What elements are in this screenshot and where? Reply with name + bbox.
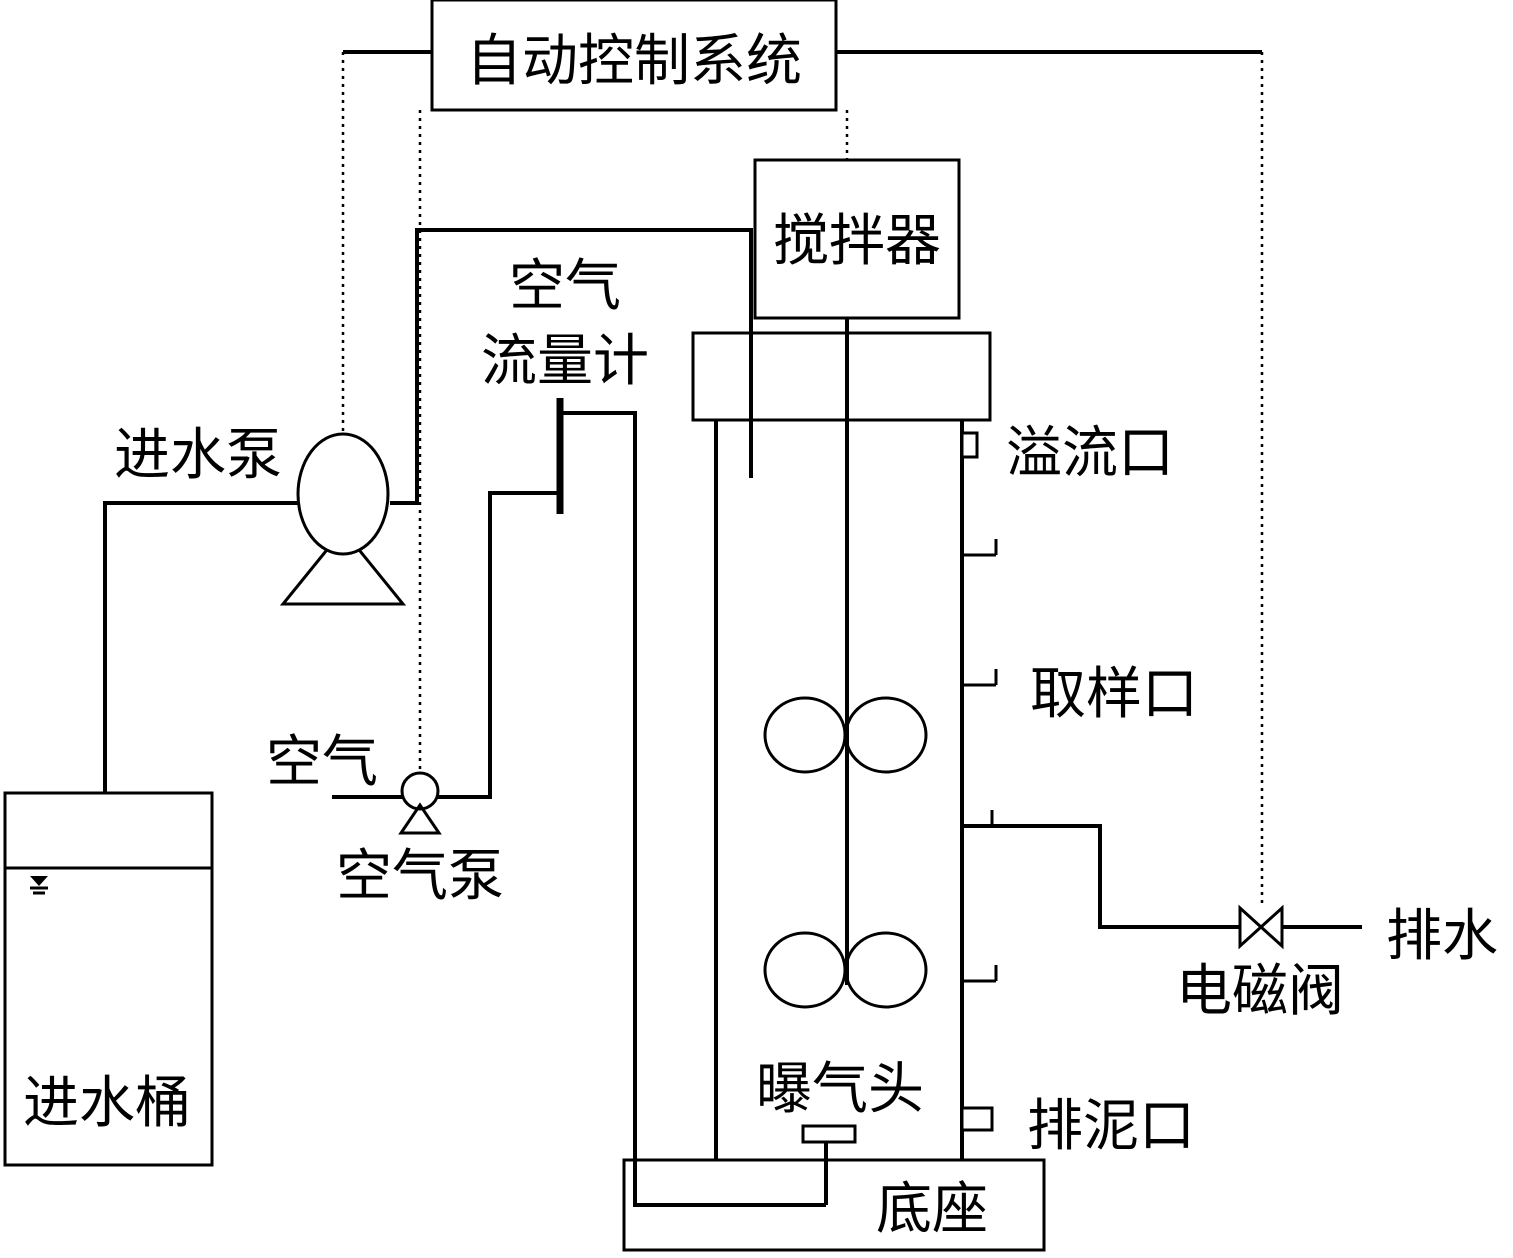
air-pump-body bbox=[400, 771, 440, 811]
feed-pump-stand bbox=[279, 527, 407, 606]
overflow-port-label: 溢流口 bbox=[1006, 421, 1174, 486]
air-pump-to-flowmeter-pipe bbox=[437, 491, 560, 799]
air-flowmeter-label-line1: 空气 bbox=[509, 254, 621, 319]
water-level-icon bbox=[30, 876, 48, 895]
feed-tank: 进水桶 bbox=[3, 791, 214, 1167]
overflow-port-nozzle bbox=[960, 431, 979, 459]
air-line-to-aerator bbox=[560, 411, 826, 1207]
impeller-upper-left bbox=[763, 696, 847, 774]
reactor-lid bbox=[691, 331, 992, 422]
control-system: 自动控制系统 bbox=[430, 0, 838, 112]
sampling-valve-1 bbox=[962, 539, 998, 557]
control-system-label: 自动控制系统 bbox=[466, 29, 802, 94]
solenoid-valve-label: 电磁阀 bbox=[1176, 959, 1344, 1024]
impeller-upper-right bbox=[844, 696, 928, 774]
drain-label: 排水 bbox=[1386, 904, 1498, 969]
stirrer: 搅拌器 bbox=[753, 158, 961, 320]
base-label: 底座 bbox=[876, 1177, 988, 1242]
sampling-port-label: 取样口 bbox=[1030, 662, 1198, 727]
sludge-port: 排泥口 bbox=[960, 1094, 1195, 1159]
feed-tank-to-pump-pipe bbox=[103, 501, 298, 865]
impeller-lower-left bbox=[763, 931, 847, 1009]
stirrer-label: 搅拌器 bbox=[773, 209, 941, 274]
overflow-port: 溢流口 bbox=[960, 421, 1174, 486]
aerator-head bbox=[801, 1124, 857, 1144]
air-pump: 空气 空气泵 bbox=[266, 491, 560, 909]
control-system-box bbox=[430, 0, 838, 112]
air-flowmeter: 空气 流量计 bbox=[481, 254, 649, 514]
sampling-ports: 取样口 bbox=[962, 539, 1198, 983]
drain-line: 电磁阀 排水 bbox=[962, 810, 1498, 1024]
feed-tank-box bbox=[3, 791, 214, 1167]
signal-lines bbox=[341, 52, 1264, 905]
sampling-valve-2 bbox=[962, 669, 998, 687]
feed-pump-label: 进水泵 bbox=[114, 423, 282, 488]
sampling-valve-3 bbox=[962, 965, 998, 983]
sludge-port-label: 排泥口 bbox=[1027, 1094, 1195, 1159]
feed-pump: 进水泵 bbox=[103, 228, 753, 865]
impeller-lower-right bbox=[844, 931, 928, 1009]
air-flowmeter-label-line2: 流量计 bbox=[481, 329, 649, 394]
drain-pipe-upstream bbox=[962, 824, 1240, 929]
aerator: 曝气头 bbox=[756, 1057, 924, 1205]
sludge-port-nozzle bbox=[960, 1106, 994, 1132]
reactor bbox=[691, 318, 992, 1160]
stirrer-box bbox=[753, 158, 961, 320]
feed-tank-label: 进水桶 bbox=[23, 1071, 191, 1136]
aerator-label: 曝气头 bbox=[756, 1057, 924, 1122]
air-inlet-label: 空气 bbox=[266, 730, 378, 795]
air-pump-stand bbox=[398, 802, 442, 835]
feed-pump-body bbox=[296, 432, 390, 556]
air-pump-label: 空气泵 bbox=[336, 844, 504, 909]
feed-pump-to-reactor-pipe bbox=[390, 228, 753, 505]
solenoid-valve-icon bbox=[1238, 904, 1284, 950]
